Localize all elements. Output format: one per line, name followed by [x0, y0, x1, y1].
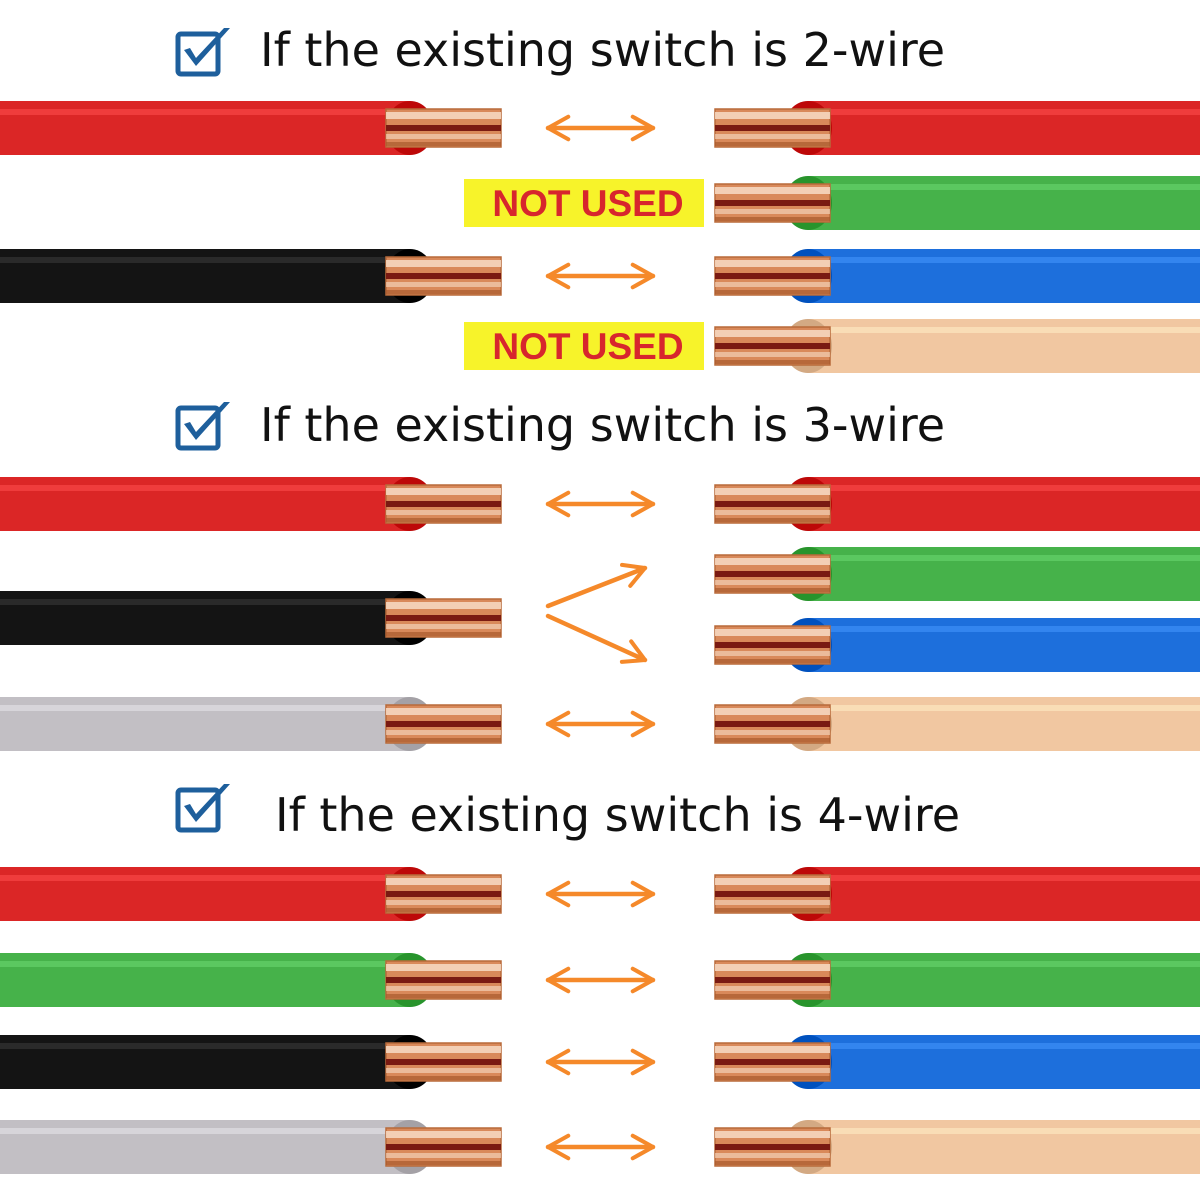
left-wire-red — [0, 867, 502, 921]
copper-conductor — [714, 108, 831, 148]
copper-conductor — [714, 256, 831, 296]
left-wire-black — [0, 249, 502, 303]
copper-conductor — [714, 960, 831, 1000]
copper-conductor — [714, 326, 831, 366]
copper-conductor — [385, 484, 502, 524]
right-wire-tan — [714, 319, 1200, 373]
section-3-wire-heading: If the existing switch is 3-wire — [175, 398, 945, 452]
not-used-text: NOT USED — [492, 326, 683, 367]
left-wire-red — [0, 101, 502, 155]
heading-3-wire: If the existing switch is 3-wire — [260, 398, 945, 452]
copper-conductor — [714, 874, 831, 914]
copper-conductor — [714, 1127, 831, 1167]
right-wire-green — [714, 953, 1200, 1007]
copper-conductor — [714, 484, 831, 524]
copper-conductor — [385, 108, 502, 148]
copper-conductor — [714, 625, 831, 665]
fork-arrow-icon — [545, 562, 648, 609]
copper-conductor — [385, 598, 502, 638]
not-used-label: NOT USED — [464, 322, 704, 370]
right-wire-red — [714, 477, 1200, 531]
copper-conductor — [385, 874, 502, 914]
not-used-label: NOT USED — [464, 179, 704, 227]
heading-2-wire: If the existing switch is 2-wire — [260, 23, 945, 77]
right-wire-blue — [714, 618, 1200, 672]
right-wire-green — [714, 547, 1200, 601]
section-4-wire-heading: If the existing switch is 4-wire — [175, 784, 960, 842]
copper-conductor — [385, 256, 502, 296]
left-wire-gray — [0, 697, 502, 751]
copper-conductor — [714, 554, 831, 594]
right-wire-red — [714, 101, 1200, 155]
right-wire-blue — [714, 249, 1200, 303]
copper-conductor — [714, 704, 831, 744]
right-wire-red — [714, 867, 1200, 921]
left-wire-green — [0, 953, 502, 1007]
wires-layer — [0, 101, 1200, 1174]
copper-conductor — [714, 1042, 831, 1082]
fork-arrow-icon — [545, 613, 648, 664]
right-wire-blue — [714, 1035, 1200, 1089]
copper-conductor — [385, 960, 502, 1000]
copper-conductor — [385, 704, 502, 744]
not-used-text: NOT USED — [492, 183, 683, 224]
left-wire-gray — [0, 1120, 502, 1174]
checkbox-checked-icon — [175, 402, 230, 451]
right-wire-tan — [714, 1120, 1200, 1174]
heading-4-wire: If the existing switch is 4-wire — [275, 788, 960, 842]
left-wire-red — [0, 477, 502, 531]
left-wire-black — [0, 591, 502, 645]
connectors-layer: NOT USED NOT USED — [464, 114, 704, 1161]
copper-conductor — [385, 1127, 502, 1167]
right-wire-tan — [714, 697, 1200, 751]
copper-conductor — [714, 183, 831, 223]
section-2-wire-heading: If the existing switch is 2-wire — [175, 23, 945, 77]
left-wire-black — [0, 1035, 502, 1089]
copper-conductor — [385, 1042, 502, 1082]
checkbox-checked-icon — [175, 784, 230, 833]
right-wire-green — [714, 176, 1200, 230]
checkbox-checked-icon — [175, 28, 230, 77]
